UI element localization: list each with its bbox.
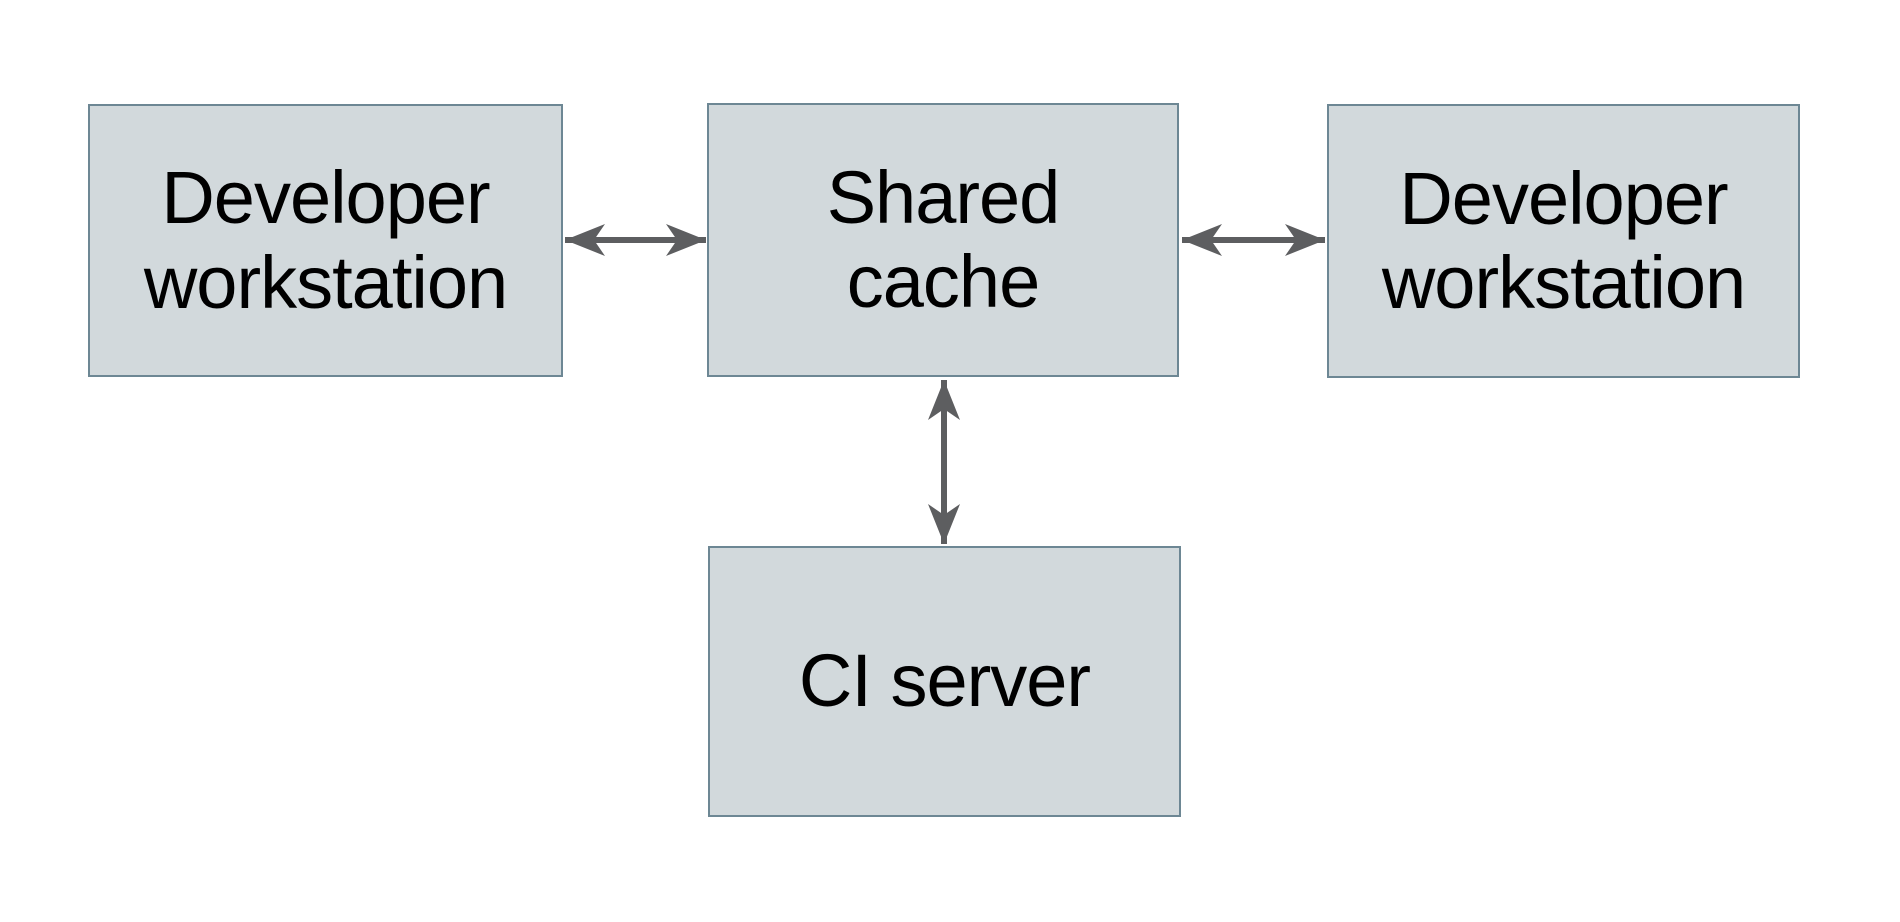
node-label-shared-cache: Shared cache bbox=[826, 155, 1061, 323]
node-label-developer-workstation-right: Developer workstation bbox=[1381, 156, 1746, 324]
node-shared-cache: Shared cache bbox=[707, 103, 1179, 377]
node-ci-server: CI server bbox=[708, 546, 1181, 817]
node-developer-workstation-right: Developer workstation bbox=[1327, 104, 1800, 378]
node-label-developer-workstation-left: Developer workstation bbox=[143, 156, 508, 324]
node-developer-workstation-left: Developer workstation bbox=[88, 104, 563, 377]
node-label-ci-server: CI server bbox=[798, 639, 1091, 723]
